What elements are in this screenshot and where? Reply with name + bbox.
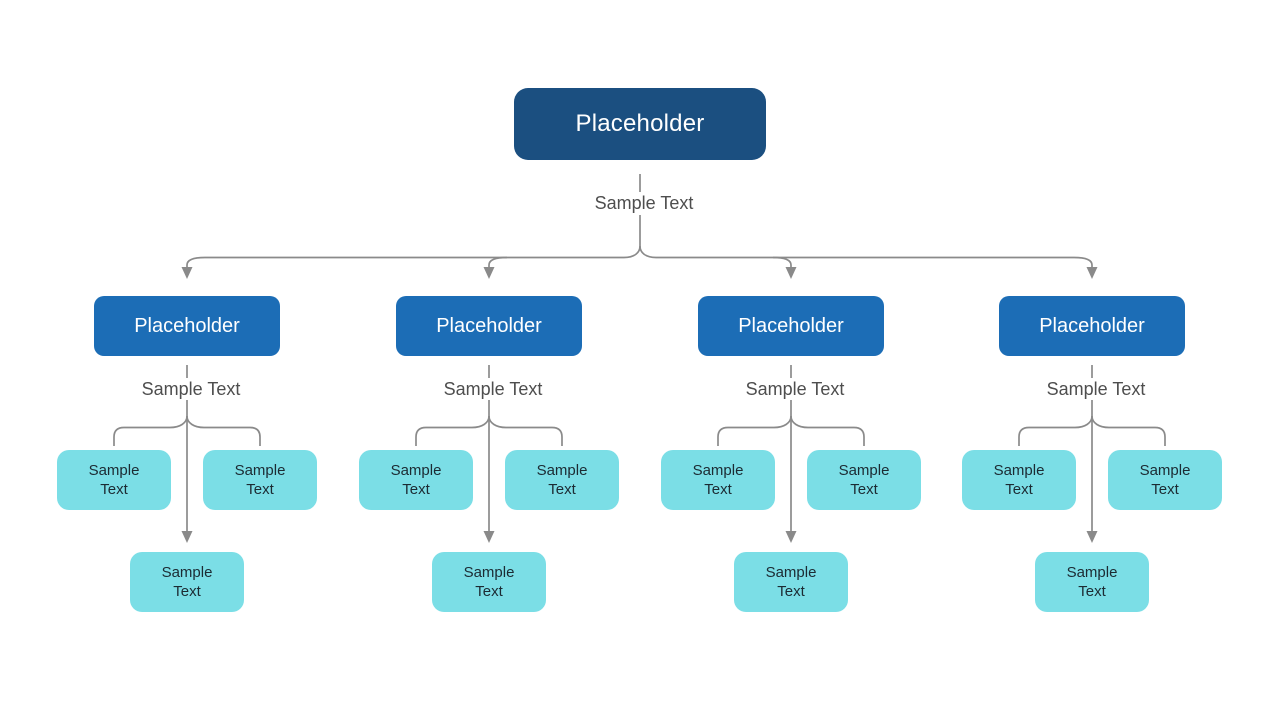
- leaf-node-right[interactable]: Sample Text: [203, 450, 317, 510]
- branch-node[interactable]: Placeholder: [94, 296, 280, 356]
- root-branch-2-arrowhead: [483, 267, 495, 279]
- root-spine-left: [186, 245, 641, 267]
- branch-group-3: Placeholder Sample Text Sample Text Samp…: [661, 296, 921, 616]
- root-spine-right: [639, 245, 1093, 267]
- branch-connector-label: Sample Text: [992, 378, 1200, 400]
- leaf-node-bottom[interactable]: Sample Text: [734, 552, 848, 612]
- branch-connector-label: Sample Text: [87, 378, 295, 400]
- root-branch-1-arrowhead: [181, 267, 193, 279]
- leaf-node-left[interactable]: Sample Text: [57, 450, 171, 510]
- branch-group-1: Placeholder Sample Text Sample Text Samp…: [57, 296, 317, 616]
- branch-node[interactable]: Placeholder: [698, 296, 884, 356]
- branch-group-4: Placeholder Sample Text Sample Text Samp…: [962, 296, 1222, 616]
- root-drop-2: [488, 256, 508, 267]
- root-connector-label: Sample Text: [540, 192, 748, 214]
- root-node[interactable]: Placeholder: [514, 88, 766, 160]
- leaf-node-right[interactable]: Sample Text: [807, 450, 921, 510]
- branch-connector-label: Sample Text: [389, 378, 597, 400]
- leaf-node-right[interactable]: Sample Text: [505, 450, 619, 510]
- leaf-node-left[interactable]: Sample Text: [661, 450, 775, 510]
- root-drop-3: [772, 256, 792, 267]
- branch-node[interactable]: Placeholder: [999, 296, 1185, 356]
- root-branch-4-arrowhead: [1086, 267, 1098, 279]
- branch-node[interactable]: Placeholder: [396, 296, 582, 356]
- leaf-node-bottom[interactable]: Sample Text: [1035, 552, 1149, 612]
- branch-group-2: Placeholder Sample Text Sample Text Samp…: [359, 296, 619, 616]
- leaf-node-left[interactable]: Sample Text: [359, 450, 473, 510]
- leaf-node-right[interactable]: Sample Text: [1108, 450, 1222, 510]
- leaf-node-left[interactable]: Sample Text: [962, 450, 1076, 510]
- leaf-node-bottom[interactable]: Sample Text: [130, 552, 244, 612]
- root-branch-3-arrowhead: [785, 267, 797, 279]
- branch-connector-label: Sample Text: [691, 378, 899, 400]
- leaf-node-bottom[interactable]: Sample Text: [432, 552, 546, 612]
